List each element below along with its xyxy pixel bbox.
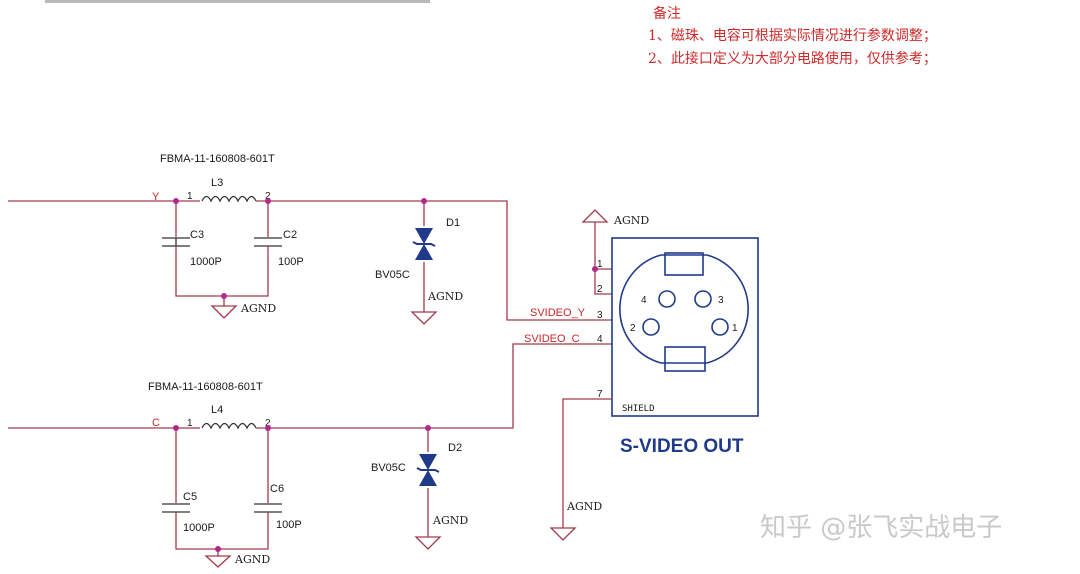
socket-label-1: 1 xyxy=(732,323,738,334)
d1-part: BV05C xyxy=(375,269,410,281)
top-junction-r xyxy=(265,198,271,204)
bottom-junction-r xyxy=(265,425,271,431)
l3-pin2: 2 xyxy=(265,191,271,202)
notes-line-1: 1、磁珠、电容可根据实际情况进行参数调整； xyxy=(648,27,937,44)
c3-value: 1000P xyxy=(190,256,222,268)
socket-bottom-key xyxy=(664,346,706,372)
bottom-net-label: C xyxy=(152,417,160,429)
d2-ref: D2 xyxy=(448,442,462,454)
socket-top-key xyxy=(664,252,704,276)
svideo-c-label: SVIDEO_C xyxy=(524,333,580,345)
cropped-bar xyxy=(45,0,430,3)
conn-pin-1: 1 xyxy=(597,259,603,270)
c6-ref: C6 xyxy=(270,483,284,495)
bottom-junction-gnd xyxy=(215,546,221,552)
connector-gnd-top-symbol xyxy=(581,209,609,223)
socket-hole-1 xyxy=(711,318,729,336)
shield-gnd-symbol xyxy=(549,527,577,541)
shield-gnd-label: AGND xyxy=(566,500,602,513)
socket-outline-left xyxy=(619,254,662,364)
c2-value: 100P xyxy=(278,256,304,268)
top-output-wire xyxy=(256,200,590,321)
conn-pin-3: 3 xyxy=(597,310,603,321)
connector-gnd-top-label: AGND xyxy=(613,214,649,227)
conn-pin-4: 4 xyxy=(597,334,603,345)
top-cap-wires xyxy=(175,201,269,297)
l4-ref: L4 xyxy=(211,404,223,416)
d2-bar xyxy=(416,467,440,473)
socket-label-3: 3 xyxy=(718,295,724,306)
shield-label: SHIELD xyxy=(622,404,655,414)
socket-outline-right xyxy=(706,254,749,364)
bottom-part-number: FBMA-11-160808-601T xyxy=(148,381,263,393)
c3-capacitor xyxy=(162,237,190,247)
l4-inductor xyxy=(201,422,257,430)
notes-heading: 备注 xyxy=(653,5,681,22)
connector-body xyxy=(611,237,759,417)
d2-part: BV05C xyxy=(371,462,406,474)
top-junction-d1 xyxy=(421,198,427,204)
c3-ref: C3 xyxy=(190,229,204,241)
c6-capacitor xyxy=(254,503,282,513)
bottom-junction-l xyxy=(173,425,179,431)
conn-pin-7: 7 xyxy=(597,389,603,400)
top-junction-l xyxy=(173,198,179,204)
shield-wire xyxy=(562,398,612,528)
top-channel: FBMA-11-160808-601T Y L3 1 2 C3 1000P C2… xyxy=(8,153,590,325)
d1-bar xyxy=(412,241,436,247)
connector-title: S-VIDEO OUT xyxy=(620,436,744,457)
bottom-channel: FBMA-11-160808-601T C L4 1 2 C5 1000P C6… xyxy=(8,333,590,568)
l3-inductor xyxy=(201,195,257,203)
top-net-label: Y xyxy=(152,191,160,203)
c6-value: 100P xyxy=(276,519,302,531)
d1-gnd-label: AGND xyxy=(427,290,463,303)
c2-ref: C2 xyxy=(283,229,297,241)
conn-pin-2: 2 xyxy=(597,284,603,295)
socket-hole-3 xyxy=(694,290,712,308)
bottom-cap-wires xyxy=(175,428,269,550)
svideo-connector: AGND 1 2 3 4 7 4 3 2 1 SHIELD AGND xyxy=(549,209,759,541)
bottom-junction-d2 xyxy=(425,425,431,431)
socket-label-2: 2 xyxy=(630,323,636,334)
connector-pin1-junction xyxy=(592,266,598,272)
bottom-gnd-label: AGND xyxy=(234,553,270,566)
connector-signal-stubs xyxy=(590,319,612,345)
c5-ref: C5 xyxy=(183,491,197,503)
d2-gnd-label: AGND xyxy=(432,514,468,527)
c5-capacitor xyxy=(162,503,190,513)
svideo-y-label: SVIDEO_Y xyxy=(530,307,586,319)
top-junction-gnd xyxy=(221,293,227,299)
l4-pin1: 1 xyxy=(187,418,193,429)
notes-line-2: 2、此接口定义为大部分电路使用，仅供参考； xyxy=(648,50,937,67)
c5-value: 1000P xyxy=(183,522,215,534)
bottom-output-wire xyxy=(256,343,590,429)
c2-capacitor xyxy=(254,237,282,247)
top-gnd-label: AGND xyxy=(240,302,276,315)
watermark-text: 知乎 @张飞实战电子 xyxy=(760,513,1002,543)
socket-label-4: 4 xyxy=(641,295,647,306)
top-part-number: FBMA-11-160808-601T xyxy=(160,153,275,165)
l3-ref: L3 xyxy=(211,177,223,189)
bottom-gnd-symbol xyxy=(204,555,232,568)
d1-ref: D1 xyxy=(446,217,460,229)
d2-gnd-symbol xyxy=(414,536,442,550)
socket-hole-4 xyxy=(658,290,676,308)
top-gnd-symbol xyxy=(210,305,238,319)
connector-gnd-top-wire xyxy=(594,222,612,295)
socket-hole-2 xyxy=(642,318,660,336)
l3-pin1: 1 xyxy=(187,191,193,202)
d1-gnd-symbol xyxy=(410,311,438,325)
l4-pin2: 2 xyxy=(265,418,271,429)
